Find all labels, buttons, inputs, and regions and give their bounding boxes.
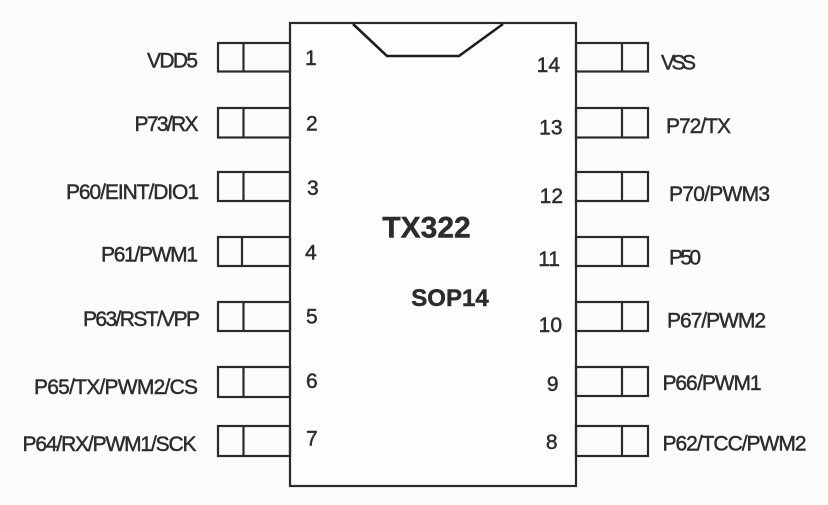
svg-text:P62/TCC/PWM2: P62/TCC/PWM2	[663, 433, 807, 456]
svg-text:TX322: TX322	[382, 212, 470, 245]
svg-text:SOP14: SOP14	[411, 285, 489, 312]
svg-text:P60/EINT/DIO1: P60/EINT/DIO1	[66, 181, 199, 204]
svg-text:VSS: VSS	[661, 51, 696, 74]
svg-text:P65/TX/PWM2/CS: P65/TX/PWM2/CS	[34, 376, 198, 399]
svg-text:P64/RX/PWM1/SCK: P64/RX/PWM1/SCK	[23, 433, 197, 456]
svg-text:2: 2	[306, 112, 318, 135]
svg-text:P67/PWM2: P67/PWM2	[667, 310, 766, 333]
svg-text:11: 11	[538, 248, 560, 271]
svg-text:6: 6	[306, 370, 318, 393]
svg-text:8: 8	[546, 431, 558, 454]
svg-text:P61/PWM1: P61/PWM1	[101, 244, 198, 267]
svg-text:7: 7	[306, 428, 318, 451]
svg-text:9: 9	[547, 373, 559, 396]
svg-text:P66 /PWM1: P66 /PWM1	[663, 372, 762, 395]
svg-text:1: 1	[305, 47, 317, 70]
svg-text:4: 4	[305, 241, 317, 264]
svg-text:13: 13	[539, 116, 562, 139]
svg-text:P70/PWM3: P70/PWM3	[669, 183, 770, 206]
svg-text:3: 3	[307, 177, 319, 200]
svg-text:VDD5: VDD5	[147, 50, 198, 73]
svg-text:P73/RX: P73/RX	[135, 113, 199, 136]
svg-text:P72/TX: P72/TX	[666, 115, 731, 138]
svg-text:5: 5	[306, 306, 318, 329]
svg-text:P50: P50	[669, 246, 701, 269]
svg-text:P63/RST/VPP: P63/RST/VPP	[83, 308, 200, 331]
svg-text:14: 14	[537, 54, 561, 77]
svg-text:12: 12	[540, 185, 563, 208]
svg-text:10: 10	[539, 314, 562, 337]
